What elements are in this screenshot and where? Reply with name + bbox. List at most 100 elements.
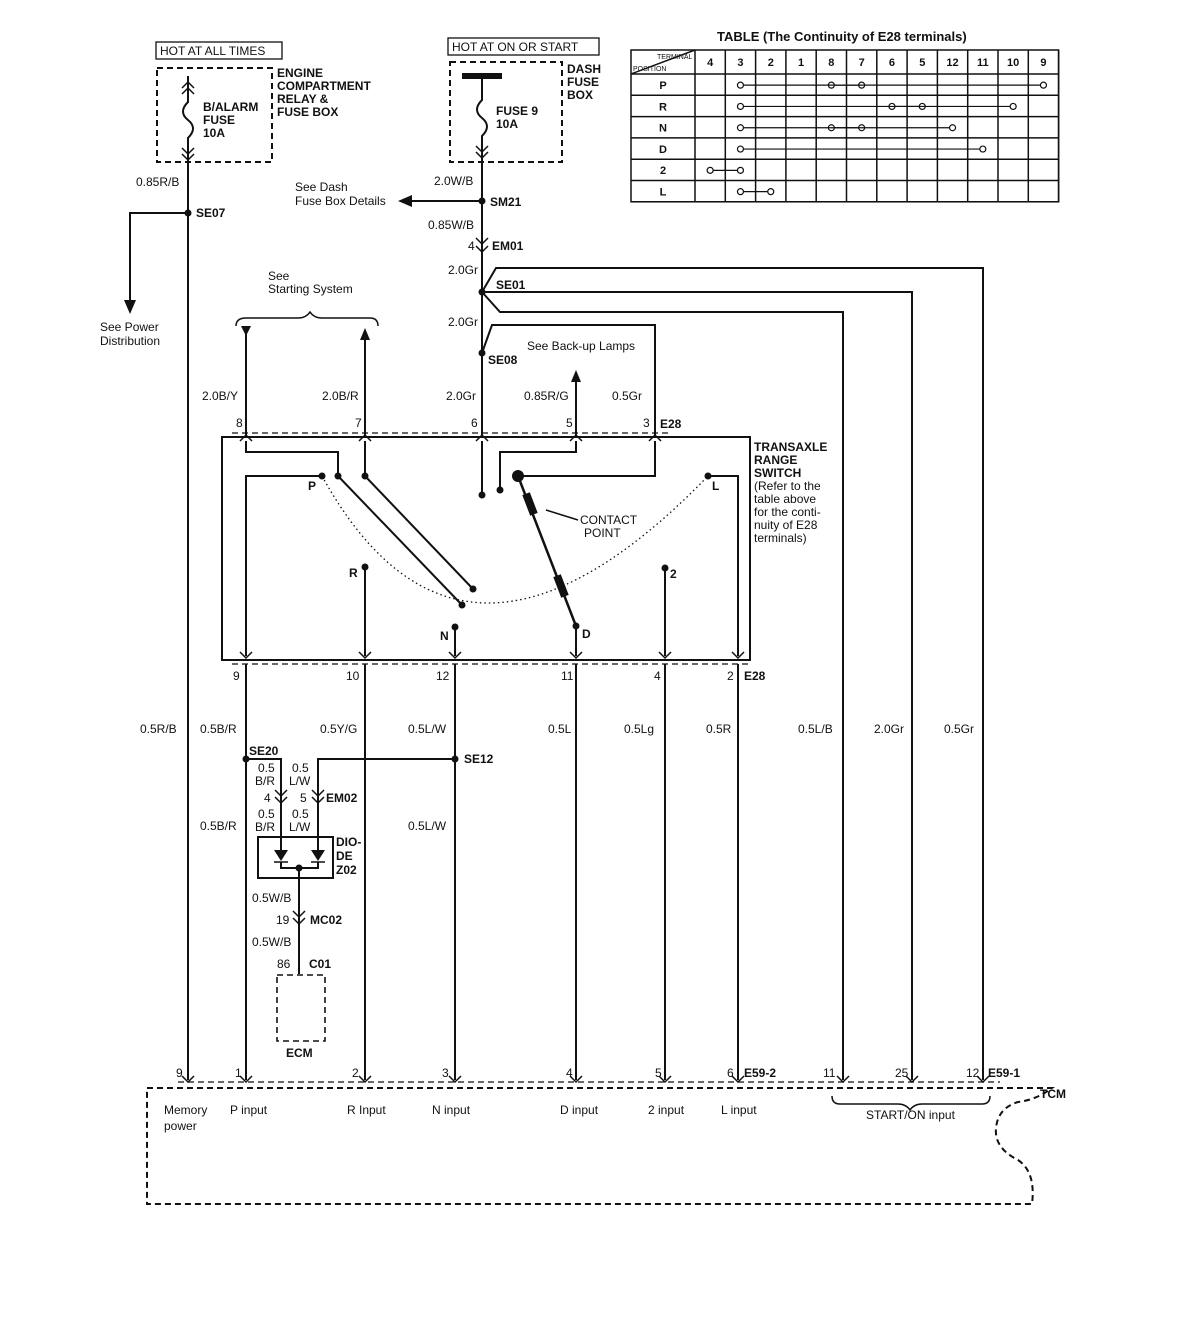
position-arc: [321, 475, 709, 604]
em02-label: EM02: [326, 791, 358, 805]
bar-b-start: [334, 472, 342, 480]
svg-text:10: 10: [346, 669, 360, 683]
svg-text:9: 9: [176, 1066, 183, 1080]
diode-feed-labels-a: 0.5 B/R 0.5 L/W: [255, 761, 311, 788]
transaxle-range-switch-body: [221, 436, 751, 661]
svg-text:10A: 10A: [496, 117, 518, 131]
switch-wire-5: [499, 441, 577, 488]
svg-text:5: 5: [566, 416, 573, 430]
wire-start-on-12: [481, 267, 984, 1080]
bar-a: [364, 475, 474, 590]
wire-label-20by: 2.0B/Y: [202, 389, 238, 403]
diode-z02-box: [257, 836, 334, 879]
svg-text:0.5L: 0.5L: [548, 722, 572, 736]
svg-text:2 input: 2 input: [648, 1103, 685, 1117]
svg-text:12: 12: [966, 1066, 980, 1080]
svg-text:0.5Gr: 0.5Gr: [944, 722, 974, 736]
wire-to-power-distribution: [129, 212, 188, 302]
bus-bar-icon: [462, 73, 502, 79]
svg-text:N input: N input: [432, 1103, 471, 1117]
svg-text:for the conti-: for the conti-: [754, 505, 821, 519]
table-column-header: 12: [946, 57, 958, 69]
transaxle-range-switch-note: (Refer to the table above for the conti-…: [754, 479, 821, 545]
svg-text:CONTACT: CONTACT: [580, 513, 638, 527]
table-continuity-point: [1009, 102, 1017, 111]
wire-start-on-11: [481, 291, 844, 1080]
contact-point-label: CONTACT POINT: [580, 513, 638, 540]
svg-text:9: 9: [233, 669, 240, 683]
svg-text:11: 11: [823, 1066, 836, 1080]
fuse-9-symbol: [476, 79, 488, 162]
svg-text:FUSE: FUSE: [567, 75, 599, 89]
mc02-label: MC02: [310, 913, 342, 927]
svg-text:0.5: 0.5: [258, 761, 275, 775]
diode-z02-label: DIO- DE Z02: [336, 835, 361, 877]
svg-text:0.5Lg: 0.5Lg: [624, 722, 654, 736]
chevron-icon: [239, 433, 662, 442]
table-column-header: 8: [828, 57, 834, 69]
power-distribution-label: See Power Distribution: [100, 320, 160, 348]
switch-wire-9: [245, 475, 322, 656]
em01-pin: 4: [468, 239, 475, 253]
svg-text:terminals): terminals): [754, 531, 807, 545]
svg-text:L: L: [712, 479, 719, 493]
svg-text:L input: L input: [721, 1103, 757, 1117]
svg-text:power: power: [164, 1119, 197, 1133]
se07-label: SE07: [196, 206, 226, 220]
ecm-label: ECM: [286, 1046, 313, 1060]
wire-label-20gr-b: 2.0Gr: [448, 315, 478, 329]
em02-pin5: 5: [300, 791, 307, 805]
wire-label-085rb: 0.85R/B: [136, 175, 179, 189]
table-row-label: D: [659, 144, 667, 156]
contact-arm-mark-1: [522, 492, 538, 516]
transaxle-range-switch-label: TRANSAXLE RANGE SWITCH: [754, 440, 827, 480]
svg-text:DASH: DASH: [567, 62, 601, 76]
dash-fuse-box: [449, 61, 563, 163]
ecm-box: [276, 974, 326, 1042]
arrow-up-icon: [360, 328, 370, 340]
se20-label: SE20: [249, 744, 279, 758]
wire-labels-middle: 0.5R/B 0.5B/R 0.5Y/G 0.5L/W 0.5L 0.5Lg 0…: [140, 722, 974, 736]
svg-text:L/W: L/W: [289, 774, 311, 788]
contact-arm-mark-2: [553, 574, 569, 598]
c01-pin: 86: [277, 957, 291, 971]
svg-text:FUSE 9: FUSE 9: [496, 104, 538, 118]
arrow-up-icon: [571, 370, 581, 382]
connector-em01-icon: [475, 237, 489, 254]
table-continuity-point: [736, 145, 745, 153]
svg-text:RELAY &: RELAY &: [277, 92, 329, 106]
svg-text:R: R: [349, 566, 358, 580]
table-column-header: 2: [768, 57, 774, 69]
svg-text:D input: D input: [560, 1103, 599, 1117]
svg-text:8: 8: [236, 416, 243, 430]
svg-text:table above: table above: [754, 492, 816, 506]
chevron-icon: [181, 80, 195, 162]
svg-text:Starting System: Starting System: [268, 282, 353, 296]
contact-5: [496, 486, 504, 494]
svg-text:B/R: B/R: [255, 820, 275, 834]
arrow-down-icon: [241, 326, 251, 336]
table-continuity-point: [948, 124, 957, 132]
e59-2-label: E59-2: [744, 1066, 776, 1080]
svg-text:ENGINE: ENGINE: [277, 66, 323, 80]
svg-text:2: 2: [352, 1066, 359, 1080]
chevron-icon: [181, 1075, 990, 1084]
wire-label-20gr-c: 2.0Gr: [446, 389, 476, 403]
svg-text:R Input: R Input: [347, 1103, 386, 1117]
wire-start-on-25: [482, 291, 913, 1080]
table-row-label: R: [659, 101, 667, 113]
svg-text:5: 5: [655, 1066, 662, 1080]
svg-text:DIO-: DIO-: [336, 835, 361, 849]
se08-label: SE08: [488, 353, 518, 367]
svg-text:0.5: 0.5: [258, 807, 275, 821]
table-continuity-point: [736, 188, 745, 196]
svg-text:0.5: 0.5: [292, 807, 309, 821]
svg-text:12: 12: [436, 669, 450, 683]
table-continuity-point: [767, 188, 775, 196]
svg-text:P input: P input: [230, 1103, 268, 1117]
tcm-inputs: Memory power P input R Input N input D i…: [164, 1103, 956, 1133]
switch-wire-8: [245, 441, 339, 473]
svg-text:6: 6: [471, 416, 478, 430]
e28-top-pins: 8 7 6 5 3: [236, 416, 650, 430]
